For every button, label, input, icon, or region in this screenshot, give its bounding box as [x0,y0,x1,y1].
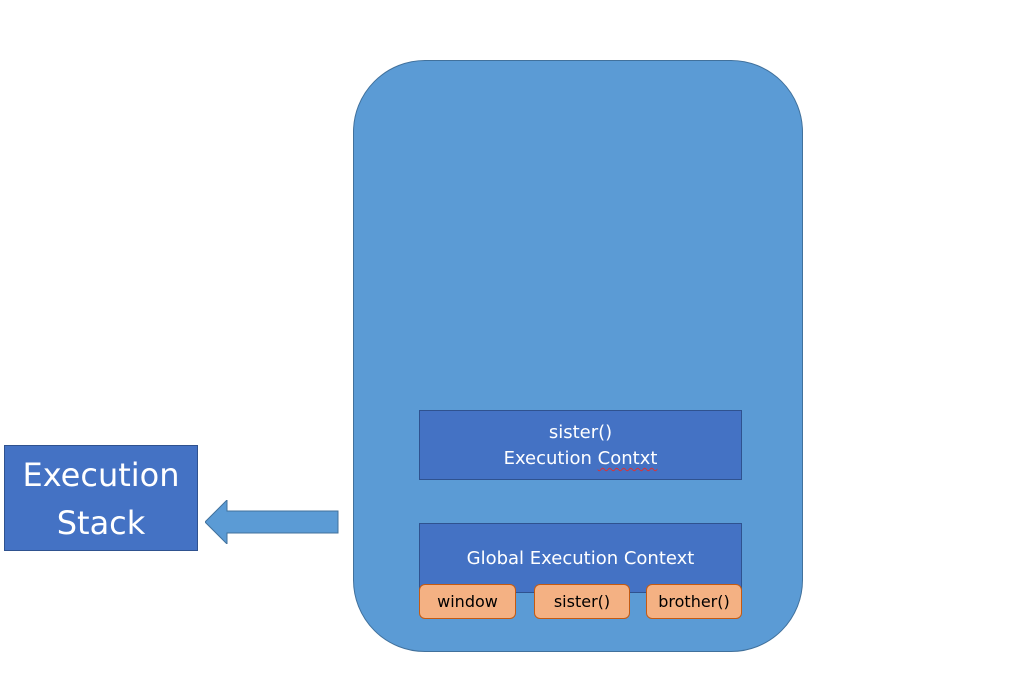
variable-brother: brother() [646,584,742,619]
global-execution-context: Global Execution Context [419,523,742,593]
variable-window: window [419,584,516,619]
sister-context-subtitle: Execution Contxt [420,446,741,472]
execution-stack-label-line1: Execution [22,456,180,494]
execution-stack-label-line2: Stack [56,504,146,542]
sister-context-word-execution: Execution [503,448,592,469]
left-arrow-icon [205,500,339,544]
sister-context-word-contxt: Contxt [597,448,658,469]
variable-sister: sister() [534,584,630,619]
sister-execution-context: sister() Execution Contxt [419,410,742,480]
execution-stack-label: Execution Stack [4,445,198,551]
global-context-title: Global Execution Context [466,548,695,569]
sister-context-name: sister() [548,422,613,443]
